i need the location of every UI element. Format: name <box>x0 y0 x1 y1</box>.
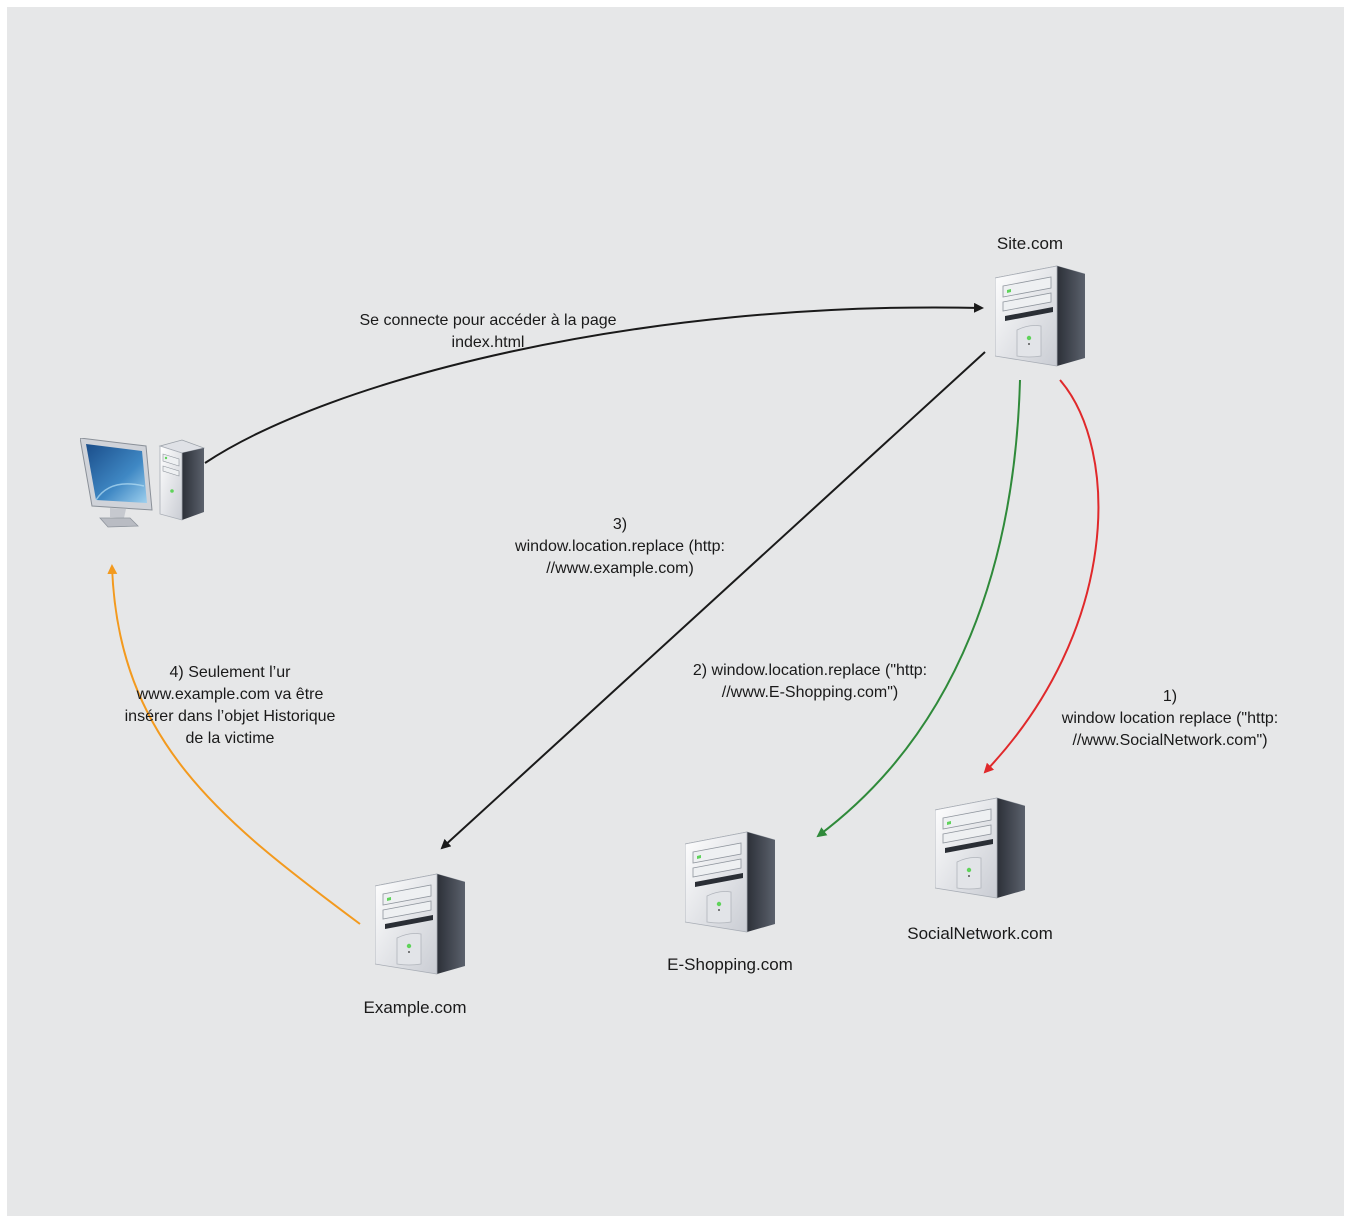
node-label-site: Site.com <box>996 234 1064 253</box>
node-label-example: Example.com <box>363 998 467 1017</box>
site-server-icon <box>995 265 1085 367</box>
socialnetwork-server-icon <box>935 797 1025 899</box>
edge-label-step2: 2) window.location.replace ("http: //www… <box>692 662 928 701</box>
edge-step1-arrow <box>983 379 1100 774</box>
edge-label-step4: 4) Seulement l’ur www.example.com va êtr… <box>124 664 336 747</box>
eshopping-server-icon <box>685 831 775 933</box>
edge-label-connect: Se connecte pour accéder à la page index… <box>359 312 617 351</box>
edge-step2-arrow <box>816 379 1021 838</box>
desktop-computer-icon <box>80 438 205 528</box>
edge-label-step3: 3) window.location.replace (http: //www.… <box>515 516 725 577</box>
edge-step4-arrow <box>107 564 361 925</box>
node-label-socialnetwork: SocialNetwork.com <box>907 924 1053 943</box>
edge-label-step1: 1) window location replace ("http: //www… <box>1061 688 1279 749</box>
node-label-eshopping: E-Shopping.com <box>667 955 793 974</box>
diagram-canvas <box>7 7 1344 1216</box>
edge-connect-arrow <box>204 302 984 464</box>
example-server-icon <box>375 873 465 975</box>
edge-step3-arrow <box>440 351 986 850</box>
